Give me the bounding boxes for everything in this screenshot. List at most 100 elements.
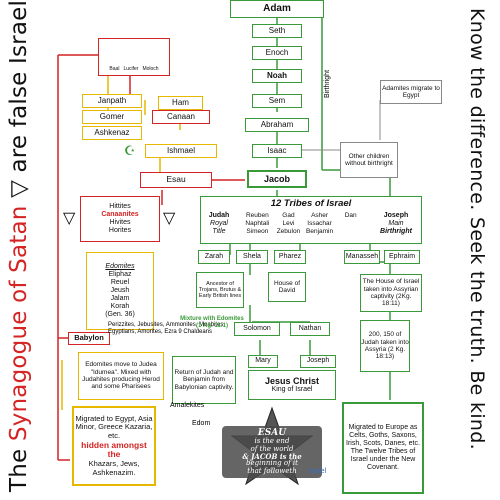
emblem: ESAU is the end of the world & JACOB is … [208,406,336,492]
peoples-list: Perizzites, Jebusites, Ammonites, Moabit… [108,322,226,336]
tribe-name: Gad [282,211,295,219]
node-adam: Adam [230,0,324,18]
node-noah: Noah [252,69,302,83]
joseph-sub-2: Birthright [380,228,412,236]
edom-label: Edom [192,420,211,427]
adamites-migrate-box: Adamites migrate to Egypt [380,80,442,104]
node-enoch: Enoch [252,46,302,60]
node-pharez: Pharez [274,250,306,264]
tribe-name: Naphtali [245,219,270,227]
jesus-name: Jesus Christ [264,375,320,386]
left-slogan-the: The [6,448,32,492]
joseph-name: Joseph [383,211,409,219]
migrated-egypt-hidden: hidden amongst the [81,439,147,460]
node-zarah: Zarah [198,250,230,264]
judah-captivity-box: 200, 150 of Judah taken into Assyria (2 … [360,320,410,372]
edomites-judea-box: Edomites move to Judea "Idumea". Mixed w… [78,352,164,400]
judah-name: Judah [208,211,230,219]
edomites-title: Edomites [105,262,135,270]
return-box: Return of Judah and Benjamin from Babylo… [172,356,236,404]
idol-baal: Baal [109,66,120,73]
judah-sub-1: Royal [210,219,228,227]
migrated-egypt-box: Migrated to Egypt, Asia Minor, Greece Ka… [72,406,156,486]
node-seth: Seth [252,24,302,38]
twelve-tribes-box: 12 Tribes of Israel Judah Royal Title Re… [200,196,422,244]
node-canaan: Canaan [152,110,210,124]
idol-lucifer: Lucifer [123,66,139,73]
crescent-star-icon: ☪ [124,143,136,158]
edomites-box: Edomites Eliphaz Reuel Jeush Jalam Korah… [86,252,154,330]
tribe-name: Simeon [246,228,269,236]
birthright-label: Birthright [324,69,331,98]
node-manasseh: Manasseh [344,250,380,264]
tribe-name: Zebulon [276,228,301,236]
idols-panel: Baal Lucifer Moloch [98,38,170,76]
tribe-name: Dan [344,211,357,219]
idol-moloch: Moloch [142,66,159,73]
node-joseph-nt: Joseph [300,355,336,368]
joseph-sub-1: Main [388,219,404,227]
right-slogan: Know the difference. Seek the truth. Be … [466,8,488,450]
jesus-box: Jesus Christ King of Israel [248,370,336,400]
emblem-star-icon [222,406,322,486]
israel-captivity-box: The House of Israel taken into Assyrian … [360,274,422,312]
migrated-egypt-post: Khazars, Jews, Ashkenazim. [88,459,140,477]
tribe-name: Asher [311,211,329,219]
judah-sub-2: Title [212,228,226,236]
edomites-names: Eliphaz Reuel Jeush Jalam Korah (Gen. 36… [105,270,135,319]
canaanites-box: Hittites Canaanites Hivites Horites [80,196,160,242]
tribe-name: Issachar [307,219,332,227]
emblem-line-5: beginning of it [246,459,298,468]
other-children-box: Other children without birthright [340,142,398,178]
tribe-name [337,220,364,228]
migrated-egypt-pre: Migrated to Egypt, Asia Minor, Greece Ka… [75,413,153,440]
emblem-line-4: & JACOB is the [242,452,302,462]
canaanites-line-3: Hivites [109,219,131,226]
node-sem: Sem [252,94,302,108]
trojans-box: Ancestor of Trojans, Brutus & Early Brit… [196,272,244,308]
tribe-name: Reuben [245,211,269,219]
left-slogan-synagogue: Synagogue of Satan [6,205,32,442]
migrated-europe-box: Migrated to Europe as Celts, Goths, Saxo… [342,402,424,494]
canaanites-line-2: Canaanites [101,210,139,218]
left-slogan: The Synagogue of Satan ▽ are false Israe… [6,0,32,492]
warning-triangle-icon: ▽ [6,180,32,198]
node-nathan: Nathan [290,322,330,336]
amalekites-label: Amalekites [170,402,205,409]
node-abraham: Abraham [245,118,309,132]
tribe-name: Benjamin [306,228,334,236]
tribes-title: 12 Tribes of Israel [270,198,352,209]
tribe-name: Levi [282,219,295,227]
emblem-line-1: ESAU [257,427,287,438]
left-slogan-rest: are false Israelites. [6,0,32,173]
israel-label: Israel [308,466,327,475]
canaanites-line-1: Hittites [109,202,131,210]
node-isaac: Isaac [252,144,302,158]
tribe-judah: Judah Royal Title [201,212,237,236]
right-triangle-icon: ▽ [163,210,176,227]
node-jacob: Jacob [247,170,307,188]
other-tribes: Reuben Gad Asher Dan Naphtali Levi Issac… [244,212,364,236]
emblem-line-2: is the end [254,437,290,446]
emblem-line-3: of the world [250,444,294,453]
left-triangle-icon: ▽ [63,210,76,227]
node-ham: Ham [158,96,203,110]
babylon-box: Babylon [68,332,110,345]
mixture-label: Mixture with Edomites (1 Kg. 11:1) [180,316,244,329]
node-ishmael: Ishmael [145,144,217,158]
emblem-text: ESAU is the end of the world & JACOB is … [222,426,322,478]
tribe-name [337,228,364,236]
node-ashkenaz: Ashkenaz [82,126,142,140]
node-gomer: Gomer [82,110,142,124]
node-shela: Shela [236,250,268,264]
node-ephraim: Ephraim [384,250,420,264]
node-janpath: Janpath [82,94,142,108]
node-mary: Mary [248,355,278,368]
jesus-sub: King of Israel [271,386,313,394]
node-esau: Esau [140,172,212,188]
house-david-box: House of David [268,272,306,302]
canaanites-line-4: Horites [108,227,132,235]
tribe-joseph: Joseph Main Birthright [371,212,421,236]
emblem-line-6: that followeth [247,466,297,475]
node-solomon: Solomon [234,322,280,336]
